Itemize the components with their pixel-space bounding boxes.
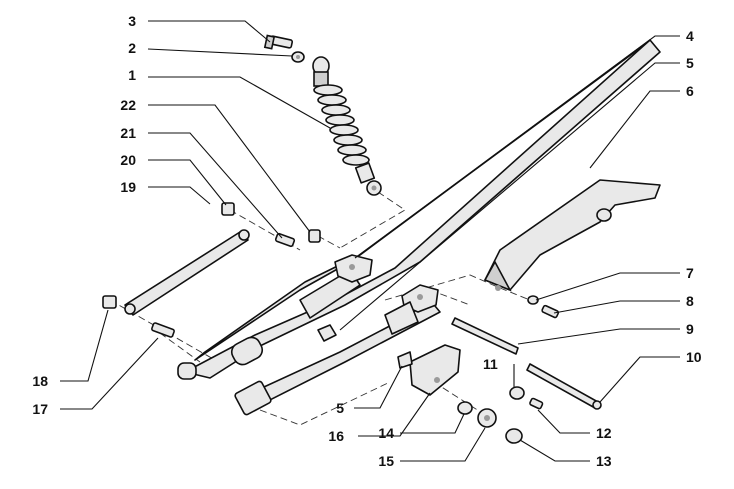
axle-10 — [526, 363, 602, 410]
screw-12 — [529, 397, 544, 410]
leader-lines — [60, 20, 680, 462]
nut-20 — [221, 202, 235, 216]
callout-4: 4 — [686, 28, 694, 44]
callout-8: 8 — [686, 293, 694, 309]
callout-21: 21 — [120, 125, 136, 141]
bolt-21 — [274, 232, 296, 248]
callout-17: 17 — [32, 401, 48, 417]
bolt-8 — [541, 304, 560, 319]
callout-11: 11 — [483, 356, 498, 372]
swing-arm — [177, 39, 661, 416]
adjuster-plate-16 — [409, 344, 461, 396]
callout-10: 10 — [686, 349, 702, 365]
nut-22 — [308, 229, 321, 243]
pin-9 — [451, 317, 519, 355]
callout-18: 18 — [32, 373, 48, 389]
washer-7 — [527, 295, 539, 305]
callout-14: 14 — [378, 425, 394, 441]
callout-9: 9 — [686, 321, 694, 337]
callout-12: 12 — [596, 425, 612, 441]
spacer-14 — [457, 401, 473, 415]
bushing-11 — [509, 386, 525, 400]
callout-13: 13 — [596, 453, 612, 469]
chain-guard — [483, 179, 661, 292]
callout-5-bottom: 5 — [336, 400, 344, 416]
callout-20: 20 — [120, 152, 136, 168]
callout-3: 3 — [128, 13, 136, 29]
callout-22: 22 — [120, 97, 136, 113]
clip-5 — [397, 351, 413, 369]
nut-18 — [102, 295, 117, 309]
callout-19: 19 — [120, 179, 136, 195]
bolt-3 — [263, 34, 294, 50]
callout-16: 16 — [328, 428, 344, 444]
bolt-17 — [151, 322, 175, 338]
cap-13 — [505, 428, 523, 444]
bushing-15 — [477, 408, 497, 428]
callout-7: 7 — [686, 265, 694, 281]
callout-2: 2 — [128, 40, 136, 56]
washer-2 — [291, 51, 305, 63]
shock-absorber — [312, 56, 382, 196]
callout-1: 1 — [128, 67, 136, 83]
link-rod-19 — [124, 229, 250, 316]
callout-6: 6 — [686, 83, 694, 99]
callout-labels: 1 2 3 4 5 5 6 7 8 9 10 11 12 13 14 15 16… — [32, 13, 701, 469]
callout-5-top: 5 — [686, 55, 694, 71]
callout-15: 15 — [378, 453, 394, 469]
